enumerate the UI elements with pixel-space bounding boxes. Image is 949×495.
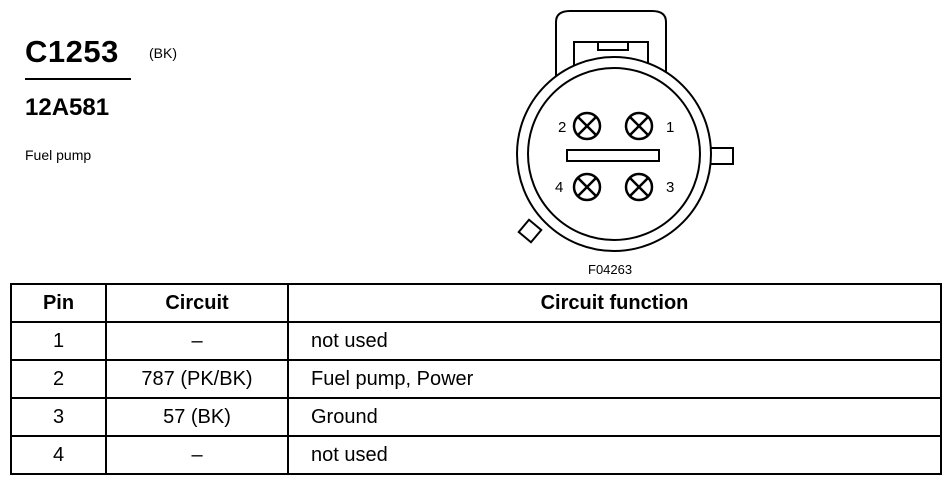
header-pin: Pin — [10, 283, 107, 323]
part-number: 12A581 — [25, 94, 110, 121]
pin-cell: 3 — [10, 397, 107, 437]
connector-description: Fuel pump — [25, 147, 92, 163]
connector-face-diagram: 1 2 3 4 — [516, 10, 734, 252]
pin-1-terminal — [624, 111, 654, 141]
pin-4-terminal — [572, 172, 602, 202]
connector-color-code: (BK) — [149, 45, 177, 61]
pin-cell: 4 — [10, 435, 107, 475]
circuit-cell: – — [105, 435, 289, 475]
table-row: 4 – not used — [10, 435, 942, 475]
connector-id-underline — [25, 78, 131, 80]
pin-3-terminal — [624, 172, 654, 202]
circuit-function-cell: Fuel pump, Power — [287, 359, 942, 399]
pin-cell: 2 — [10, 359, 107, 399]
circuit-function-cell: not used — [287, 321, 942, 361]
table-row: 2 787 (PK/BK) Fuel pump, Power — [10, 359, 942, 399]
circuit-cell: 57 (BK) — [105, 397, 289, 437]
circuit-cell: 787 (PK/BK) — [105, 359, 289, 399]
header-circuit-function: Circuit function — [287, 283, 942, 323]
table-header-row: Pin Circuit Circuit function — [10, 283, 942, 323]
pinout-table: Pin Circuit Circuit function 1 – not use… — [10, 283, 942, 475]
header-circuit: Circuit — [105, 283, 289, 323]
connector-id: C1253 — [25, 34, 119, 69]
circuit-cell: – — [105, 321, 289, 361]
figure-code: F04263 — [588, 262, 633, 277]
circuit-function-cell: Ground — [287, 397, 942, 437]
pin-2-terminal — [572, 111, 602, 141]
table-row: 1 – not used — [10, 321, 942, 361]
table-row: 3 57 (BK) Ground — [10, 397, 942, 437]
pin-2-label: 2 — [558, 119, 566, 136]
circuit-function-cell: not used — [287, 435, 942, 475]
connector-latch-tab — [597, 41, 629, 51]
connector-lower-key — [517, 218, 543, 244]
pin-1-label: 1 — [666, 119, 674, 136]
connector-center-bar — [566, 149, 660, 162]
pin-cell: 1 — [10, 321, 107, 361]
pin-4-label: 4 — [555, 179, 563, 196]
pin-3-label: 3 — [666, 179, 674, 196]
